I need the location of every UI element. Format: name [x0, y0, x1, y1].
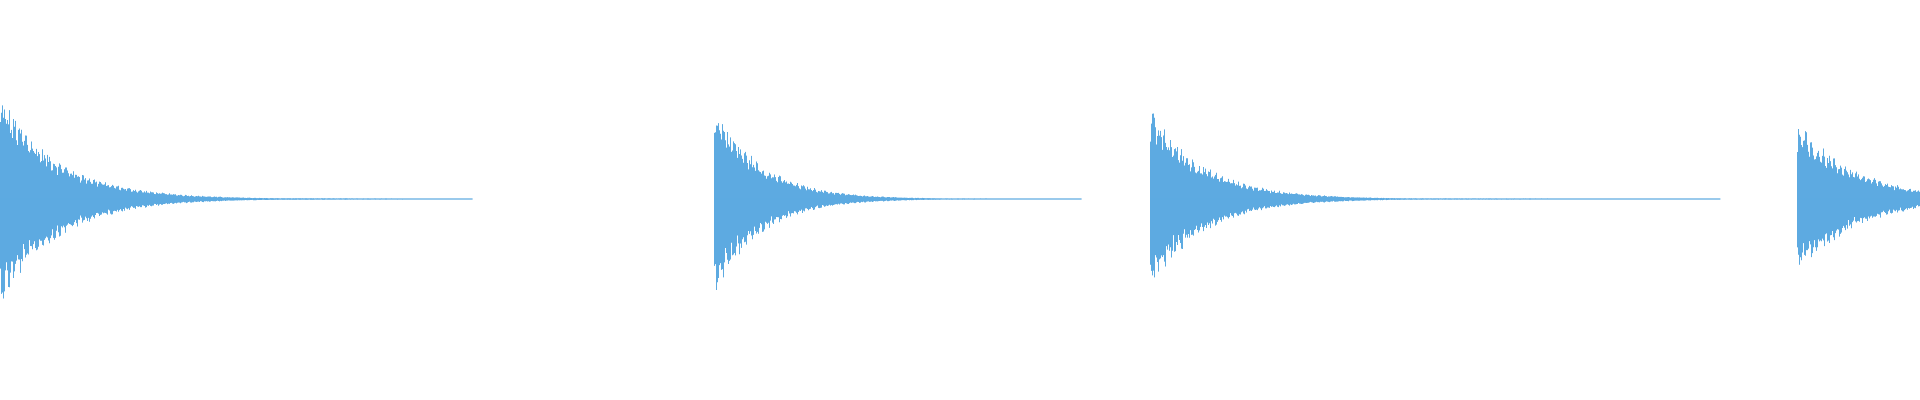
waveform-segment-2 [714, 123, 1082, 290]
waveform-segment-1 [0, 105, 473, 299]
waveform-strokes [0, 105, 1920, 299]
waveform-segment-4 [1797, 128, 1920, 265]
waveform-segment-3 [1150, 113, 1721, 278]
